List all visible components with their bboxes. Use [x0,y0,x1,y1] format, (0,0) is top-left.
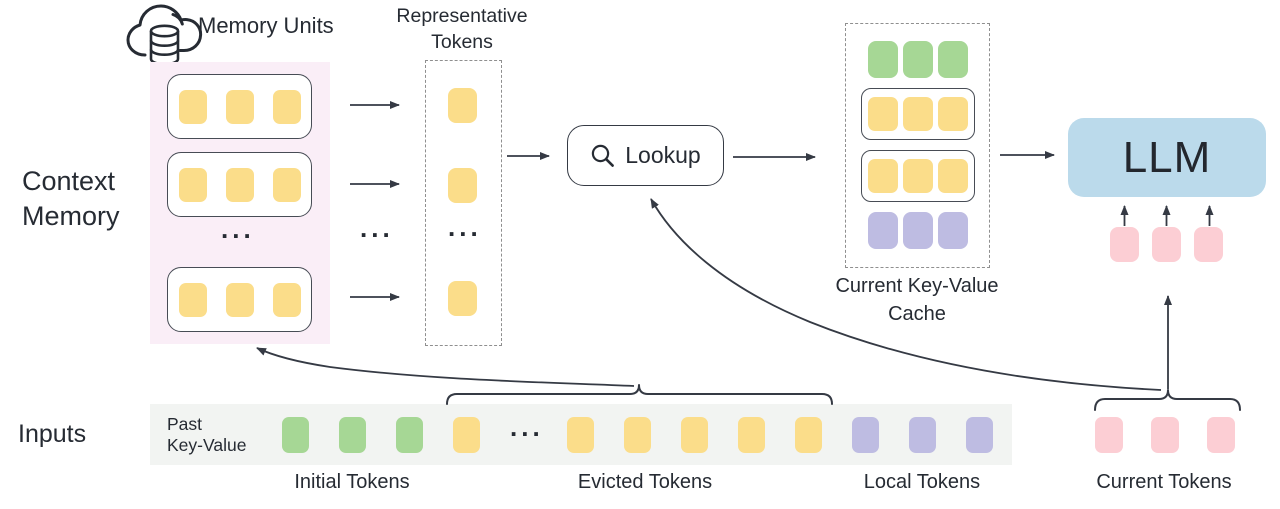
yellow-token [902,97,933,131]
yellow-token [448,88,477,123]
purple-token [909,417,936,453]
yellow-token [624,417,651,453]
evicted-tokens-label: Evicted Tokens [577,471,713,493]
pink-token [1095,417,1123,453]
green-token [937,41,968,78]
yellow-token [738,417,765,453]
current-tokens-brace [1094,389,1241,411]
yellow-token [225,89,254,124]
pink-token [1152,227,1181,262]
cache-row-memory-unit [860,150,975,202]
yellow-token [681,417,708,453]
context-memory-panel: ... [150,62,330,344]
initial-tokens-label: Initial Tokens [294,471,410,493]
representative-tokens-box: ... [425,60,502,346]
inputs-label: Inputs [18,420,87,448]
memory-unit [167,152,312,217]
yellow-token [448,281,477,316]
yellow-token [867,97,898,131]
representative-token-slot [448,88,477,123]
yellow-token [272,89,301,124]
memory-unit [167,74,312,139]
cache-row-local [867,212,968,249]
kv-cache-box [845,23,990,268]
llm-label: LLM [1122,132,1212,182]
representative-token-slot [448,168,477,203]
evicted-tokens-brace [446,384,833,405]
context-memory-label: Context Memory [22,166,120,231]
yellow-token [902,159,933,193]
current-tokens-sequence [1095,417,1235,453]
pink-token [1194,227,1223,262]
cache-row-initial [867,41,968,78]
pink-token [1110,227,1139,262]
green-token [396,417,423,453]
yellow-token [453,417,480,453]
cloud-database-icon [126,4,203,66]
ellipsis: ... [448,212,482,242]
ellipsis: ... [221,214,255,244]
memory-unit [167,267,312,332]
yellow-token [795,417,822,453]
lookup-label: Lookup [625,142,701,168]
yellow-token [448,168,477,203]
yellow-token [225,282,254,317]
llm-box: LLM [1068,118,1266,197]
yellow-token [567,417,594,453]
pink-token [1207,417,1235,453]
kv-cache-label: Current Key-Value Cache [835,275,999,325]
yellow-token [178,282,207,317]
purple-token [867,212,898,249]
purple-token [852,417,879,453]
memory-units-label: Memory Units [198,13,334,38]
yellow-token [178,89,207,124]
yellow-token [178,167,207,202]
ellipsis: ... [360,213,394,243]
green-token [867,41,898,78]
past-key-value-label: Past Key-Value [167,414,247,455]
purple-token [966,417,993,453]
yellow-token [937,159,968,193]
llm-input-tokens [1110,227,1223,262]
purple-token [902,212,933,249]
inputs-panel: Past Key-Value ... [150,404,1012,465]
yellow-token [937,97,968,131]
green-token [902,41,933,78]
magnifier-icon [592,144,615,167]
ellipsis: ... [510,412,544,442]
yellow-token [272,282,301,317]
local-tokens-label: Local Tokens [863,471,981,493]
pink-token [1151,417,1179,453]
representative-tokens-label: Representative Tokens [396,5,528,53]
lookup-button: Lookup [567,125,724,186]
yellow-token [225,167,254,202]
yellow-token [272,167,301,202]
green-token [282,417,309,453]
current-tokens-label: Current Tokens [1096,471,1232,493]
representative-token-slot [448,281,477,316]
purple-token [937,212,968,249]
past-kv-sequence: ... [282,412,993,453]
green-token [339,417,366,453]
cache-row-memory-unit [860,88,975,140]
arrow-evicted-to-memory [256,347,635,387]
yellow-token [867,159,898,193]
